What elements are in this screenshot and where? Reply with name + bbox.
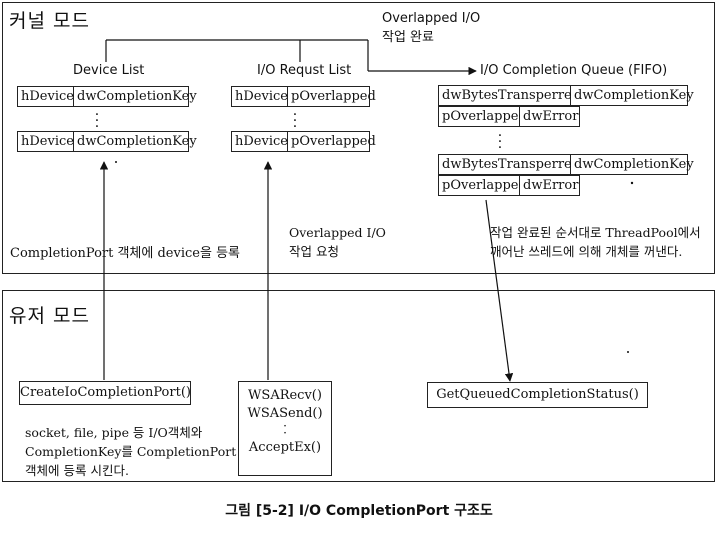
device-list-header: Device List <box>73 63 145 78</box>
figure-caption: 그림 [5-2] I/O CompletionPort 구조도 <box>225 503 493 519</box>
overlapped-done-label-line2: 작업 완료 <box>382 30 434 45</box>
device-list-ellipsis: ··· <box>94 107 100 135</box>
queue-entry-top-row: dwBytesTransperred dwCompletionKey <box>438 85 694 106</box>
completion-queue-header: I/O Completion Queue (FIFO) <box>480 63 668 78</box>
wsarecv-call: WSARecv() <box>248 388 322 403</box>
io-request-list-row: hDevice pOverlapped <box>231 131 376 152</box>
get-queued-completion-status-box: GetQueuedCompletionStatus() <box>427 382 648 408</box>
queue-overlapped-cell: pOverlapped <box>438 106 527 127</box>
register-note: CompletionPort 객체에 device을 등록 <box>10 246 240 261</box>
completion-queue-ellipsis: ··· <box>497 128 503 156</box>
create-port-note-line1: socket, file, pipe 등 I/O객체와 <box>25 425 203 440</box>
io-request-list-header: I/O Requst List <box>257 63 352 78</box>
io-request-list-ellipsis: ··· <box>292 107 298 135</box>
device-list-key-cell: dwCompletionKey <box>74 86 197 107</box>
overlapped-request-line1: Overlapped I/O <box>289 225 386 240</box>
io-request-overlapped-cell: pOverlapped <box>288 86 376 107</box>
overlapped-done-label-line1: Overlapped I/O <box>382 11 481 26</box>
queue-entry-bottom-row: pOverlapped dwError <box>438 106 580 127</box>
queue-key-cell: dwCompletionKey <box>571 154 694 175</box>
user-mode-title: 유저 모드 <box>9 305 90 327</box>
dequeue-note-line2: 깨어난 쓰레드에 의해 개체를 꺼낸다. <box>490 244 683 259</box>
create-io-completion-port-box: CreateIoCompletionPort() <box>19 381 191 405</box>
wsasend-call: WSASend() <box>247 406 323 421</box>
io-calls-ellipsis: ·· <box>283 419 287 440</box>
create-port-note-line2: CompletionKey를 CompletionPort <box>25 444 237 459</box>
queue-overlapped-cell: pOverlapped <box>438 175 527 196</box>
acceptex-call: AcceptEx() <box>248 440 322 455</box>
io-calls-box: WSARecv() WSASend() ·· AcceptEx() <box>238 381 332 476</box>
device-list-row: hDevice dwCompletionKey <box>17 86 197 107</box>
io-request-list-row: hDevice pOverlapped <box>231 86 376 107</box>
io-request-overlapped-cell: pOverlapped <box>288 131 376 152</box>
queue-entry-top-row: dwBytesTransperred dwCompletionKey <box>438 154 694 175</box>
queue-entry-bottom-row: pOverlapped dwError <box>438 175 580 196</box>
top-bracket-line <box>105 39 477 76</box>
queue-bytes-cell: dwBytesTransperred <box>438 85 580 106</box>
create-port-note-line3: 객체에 등록 시킨다. <box>25 463 129 478</box>
io-request-hdevice-cell: hDevice <box>231 131 288 152</box>
queue-key-cell: dwCompletionKey <box>571 85 694 106</box>
queue-error-cell: dwError <box>520 175 580 196</box>
overlapped-request-line2: 작업 요청 <box>289 244 339 259</box>
queue-error-cell: dwError <box>520 106 580 127</box>
device-list-hdevice-cell: hDevice <box>17 86 74 107</box>
dequeue-note-line1: 작업 완료된 순서대로 ThreadPool에서 <box>490 225 701 240</box>
device-list-key-cell: dwCompletionKey <box>74 131 197 152</box>
device-list-row: hDevice dwCompletionKey <box>17 131 197 152</box>
kernel-mode-title: 커널 모드 <box>9 10 90 32</box>
queue-bytes-cell: dwBytesTransperred <box>438 154 580 175</box>
dequeue-arrow <box>485 199 514 382</box>
io-request-hdevice-cell: hDevice <box>231 86 288 107</box>
device-list-hdevice-cell: hDevice <box>17 131 74 152</box>
